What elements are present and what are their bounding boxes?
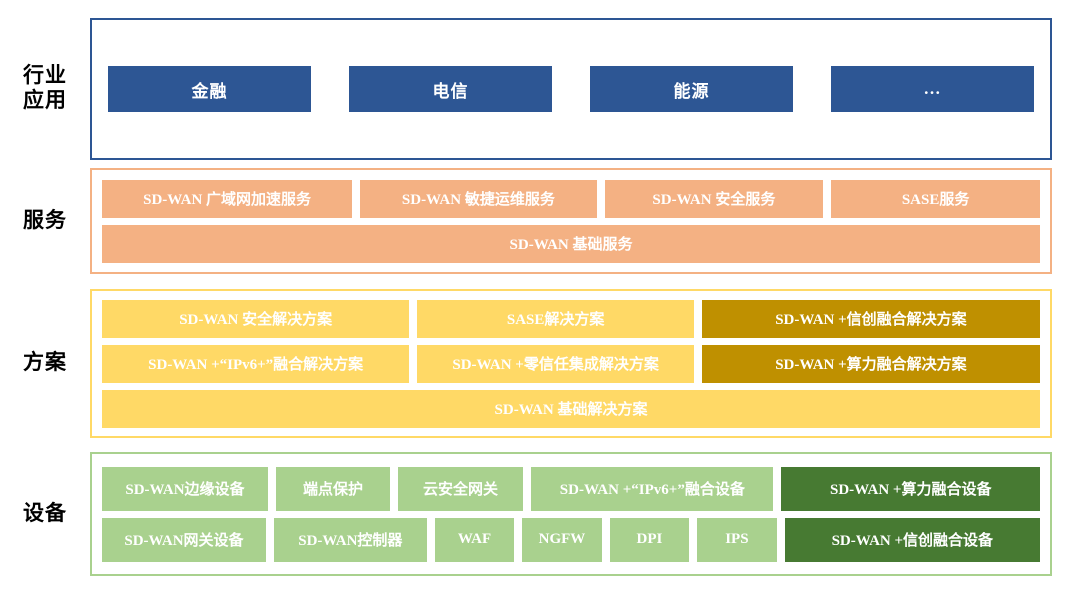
device-item-ipv6plus[interactable]: SD-WAN +“IPv6+”融合设备 bbox=[531, 466, 774, 511]
industry-item-more[interactable]: … bbox=[831, 66, 1034, 112]
industry-item-finance[interactable]: 金融 bbox=[108, 66, 311, 112]
solution-item-computing-power[interactable]: SD-WAN +算力融合解决方案 bbox=[701, 344, 1040, 383]
layer-panel-device: SD-WAN边缘设备 端点保护 云安全网关 SD-WAN +“IPv6+”融合设… bbox=[90, 452, 1052, 576]
device-item-ngfw[interactable]: NGFW bbox=[522, 517, 602, 562]
solution-item-basic[interactable]: SD-WAN 基础解决方案 bbox=[102, 389, 1040, 428]
service-item-security[interactable]: SD-WAN 安全服务 bbox=[604, 179, 824, 218]
service-item-wan-acceleration[interactable]: SD-WAN 广域网加速服务 bbox=[102, 179, 353, 218]
layer-label-solution: 方案 bbox=[23, 351, 67, 375]
device-item-ips[interactable]: IPS bbox=[697, 517, 777, 562]
device-item-cloud-security-gateway[interactable]: 云安全网关 bbox=[397, 466, 524, 511]
layer-panel-solution: SD-WAN 安全解决方案 SASE解决方案 SD-WAN +信创融合解决方案 … bbox=[90, 289, 1052, 438]
layer-row-solution: 方案 SD-WAN 安全解决方案 SASE解决方案 SD-WAN +信创融合解决… bbox=[0, 285, 1080, 442]
layer-label-industry: 行业 应用 bbox=[23, 64, 67, 112]
layer-row-industry: 行业 应用 金融 电信 能源 … bbox=[0, 14, 1080, 164]
service-item-sase[interactable]: SASE服务 bbox=[831, 179, 1040, 218]
layer-label-device: 设备 bbox=[23, 501, 67, 525]
device-item-xinchuang[interactable]: SD-WAN +信创融合设备 bbox=[784, 517, 1041, 562]
layer-band: SD-WAN +“IPv6+”融合解决方案 SD-WAN +零信任集成解决方案 … bbox=[102, 344, 1040, 383]
device-item-dpi[interactable]: DPI bbox=[609, 517, 690, 562]
layer-band: SD-WAN网关设备 SD-WAN控制器 WAF NGFW DPI IPS SD… bbox=[102, 517, 1041, 562]
solution-item-xinchuang[interactable]: SD-WAN +信创融合解决方案 bbox=[701, 299, 1040, 338]
layer-row-device: 设备 SD-WAN边缘设备 端点保护 云安全网关 SD-WAN +“IPv6+”… bbox=[0, 448, 1080, 580]
solution-item-zero-trust[interactable]: SD-WAN +零信任集成解决方案 bbox=[417, 344, 694, 383]
device-item-computing-power[interactable]: SD-WAN +算力融合设备 bbox=[781, 466, 1041, 511]
layer-band: SD-WAN 安全解决方案 SASE解决方案 SD-WAN +信创融合解决方案 bbox=[102, 299, 1040, 338]
device-item-edge[interactable]: SD-WAN边缘设备 bbox=[102, 466, 268, 511]
layer-band: SD-WAN 基础解决方案 bbox=[102, 389, 1040, 428]
device-item-gateway[interactable]: SD-WAN网关设备 bbox=[102, 517, 266, 562]
solution-item-ipv6plus[interactable]: SD-WAN +“IPv6+”融合解决方案 bbox=[102, 344, 410, 383]
industry-item-telecom[interactable]: 电信 bbox=[349, 66, 552, 112]
solution-item-sase[interactable]: SASE解决方案 bbox=[417, 299, 694, 338]
layer-band: SD-WAN边缘设备 端点保护 云安全网关 SD-WAN +“IPv6+”融合设… bbox=[102, 466, 1041, 511]
device-item-controller[interactable]: SD-WAN控制器 bbox=[273, 517, 427, 562]
layer-panel-industry: 金融 电信 能源 … bbox=[90, 18, 1052, 160]
layer-row-service: 服务 SD-WAN 广域网加速服务 SD-WAN 敏捷运维服务 SD-WAN 安… bbox=[0, 164, 1080, 278]
layer-panel-service: SD-WAN 广域网加速服务 SD-WAN 敏捷运维服务 SD-WAN 安全服务… bbox=[90, 168, 1052, 274]
solution-item-security[interactable]: SD-WAN 安全解决方案 bbox=[102, 299, 410, 338]
service-item-agile-ops[interactable]: SD-WAN 敏捷运维服务 bbox=[360, 179, 597, 218]
device-item-waf[interactable]: WAF bbox=[434, 517, 515, 562]
device-item-endpoint-protection[interactable]: 端点保护 bbox=[275, 466, 390, 511]
service-item-basic[interactable]: SD-WAN 基础服务 bbox=[102, 224, 1040, 263]
layer-label-service: 服务 bbox=[23, 208, 67, 232]
layer-band: SD-WAN 广域网加速服务 SD-WAN 敏捷运维服务 SD-WAN 安全服务… bbox=[102, 179, 1040, 218]
layer-band: SD-WAN 基础服务 bbox=[102, 224, 1040, 263]
industry-item-energy[interactable]: 能源 bbox=[590, 66, 793, 112]
layer-band: 金融 电信 能源 … bbox=[108, 66, 1034, 112]
